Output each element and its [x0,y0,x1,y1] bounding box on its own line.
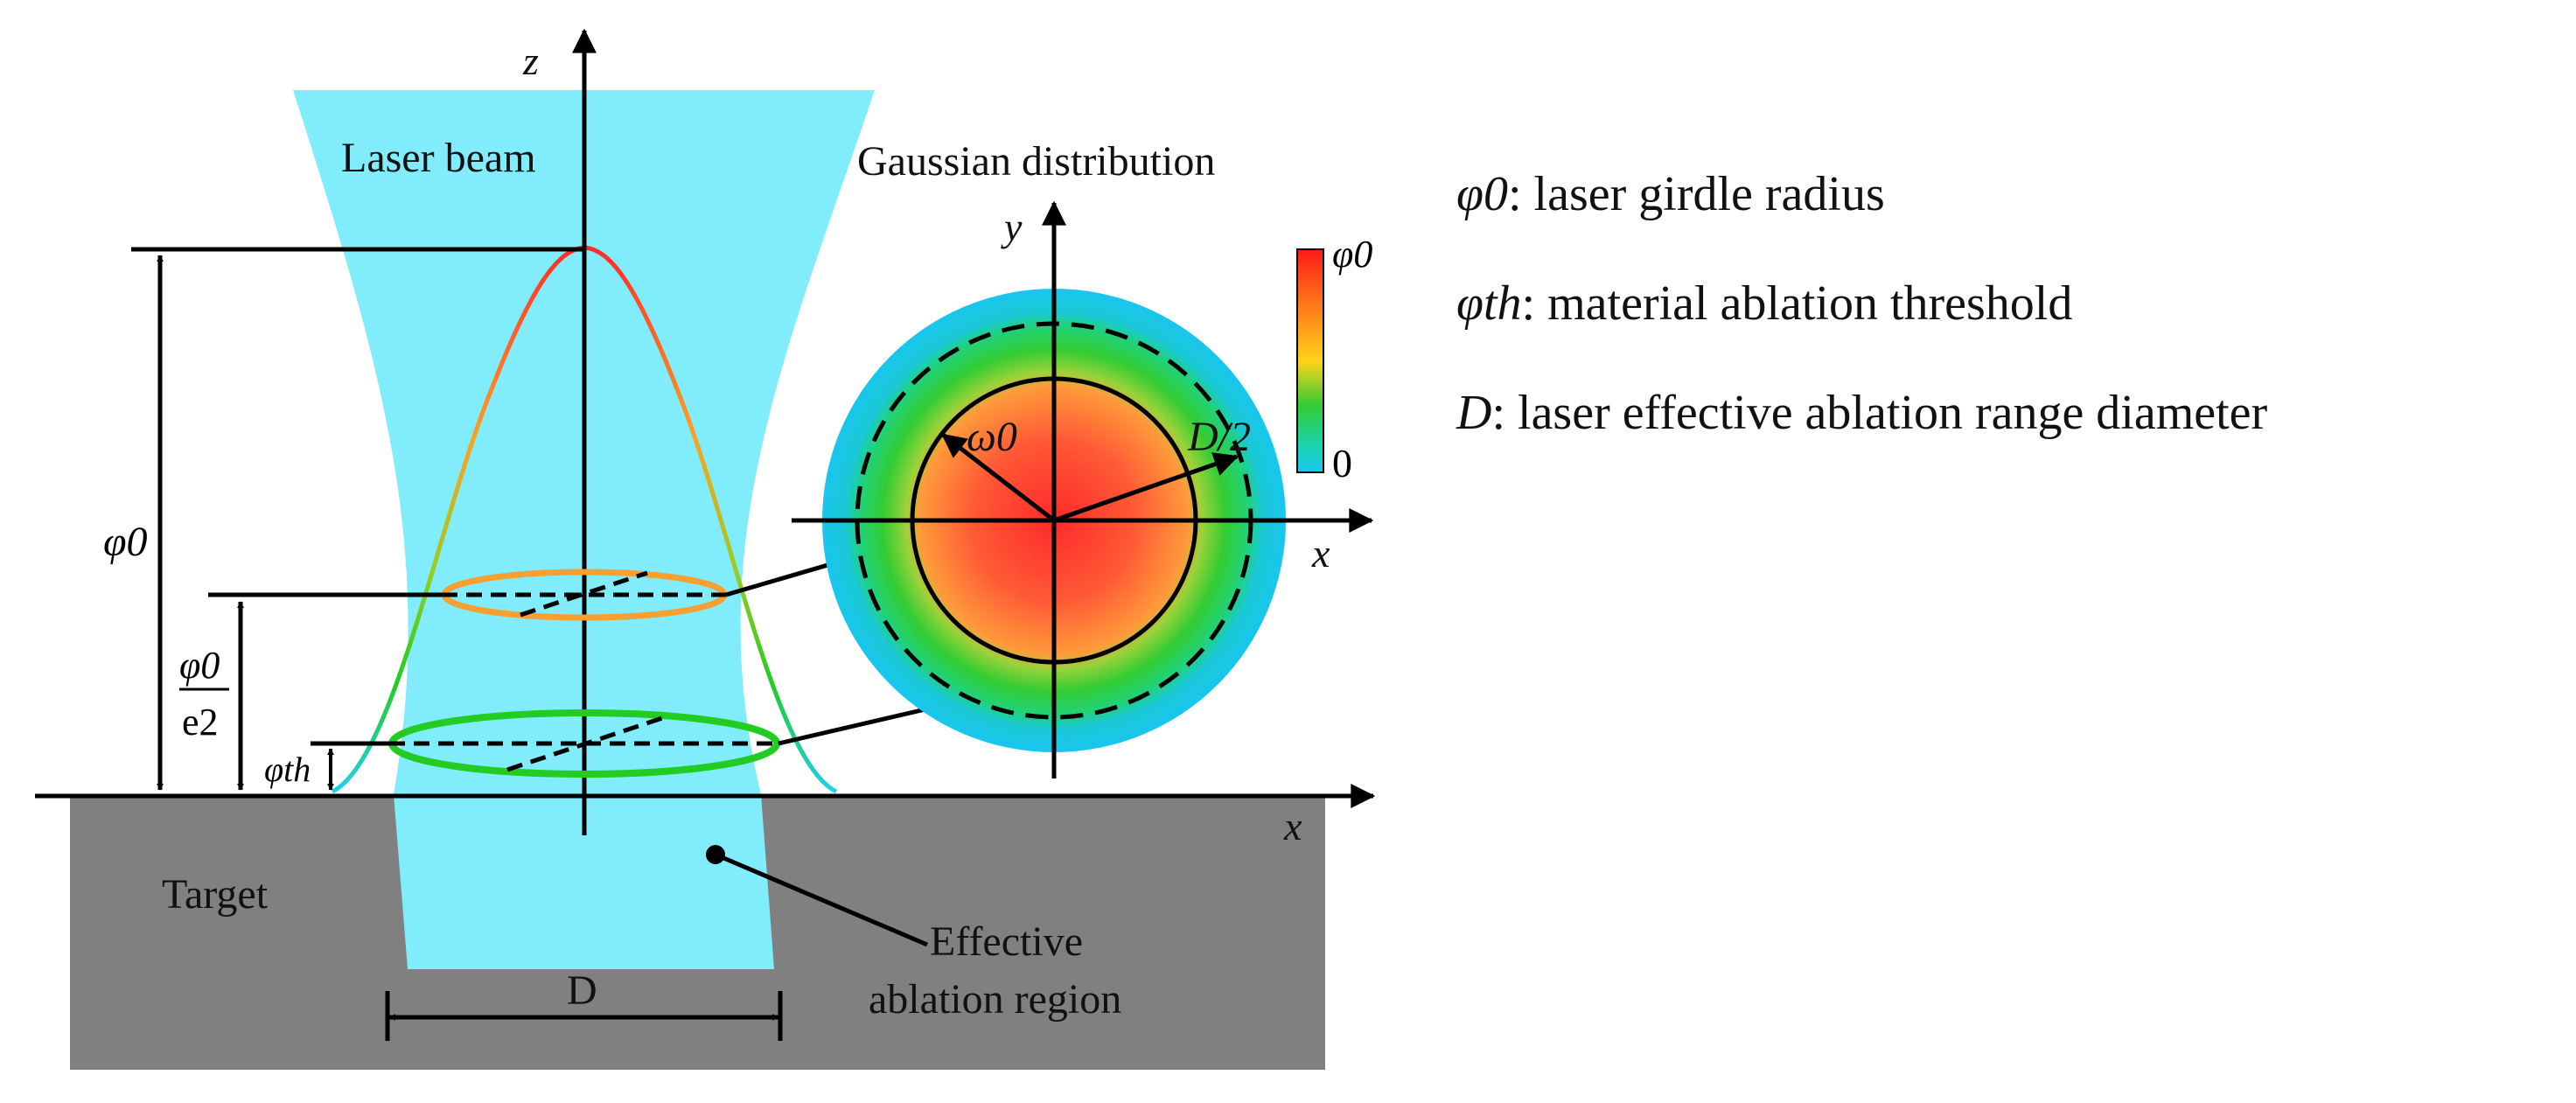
effective-region-leader [715,852,928,947]
legend-symbol-D: D [1456,386,1491,440]
orange-ring-dashed-depth [520,570,648,618]
omega0-label: ω0 [967,414,1017,460]
laser-beam-label: Laser beam [341,135,536,181]
colorbar [1296,248,1324,473]
inset-y-axis-label: y [1001,205,1023,249]
D-dimension-label: D [567,967,597,1014]
colorbar-bottom-label: 0 [1332,441,1352,485]
effective-region-label-line2: ablation region [869,976,1121,1023]
gaussian-distribution-label: Gaussian distribution [857,138,1215,185]
phi-th-dimension-label: φth [264,750,311,789]
legend-item-D: D: laser effective ablation range diamet… [1456,386,2268,440]
effective-region-label-line1: Effective [930,918,1083,965]
D-half-label: D/2 [1187,414,1251,460]
colorbar-top-label: φ0 [1332,233,1372,276]
legend-text-phi0: laser girdle radius [1534,167,1885,221]
legend-item-phi-th: φth: material ablation threshold [1456,276,2072,331]
green-ring-dashed-depth [506,715,666,772]
D-half-radius-arrow [1053,452,1239,523]
legend: φ0: laser girdle radius φth: material ab… [1456,167,2268,440]
phi0-e2-numerator: φ0 [179,644,220,687]
main-x-axis-label: x [1283,804,1302,848]
target-label: Target [162,871,269,918]
legend-item-phi0: φ0: laser girdle radius [1456,167,1885,221]
inset-x-axis-label: x [1311,531,1330,576]
phi0-dimension-label: φ0 [103,519,148,565]
omega0-radius-arrow [941,433,1056,522]
legend-text-D: laser effective ablation range diameter [1518,386,2268,440]
legend-symbol-phi0: φ0 [1456,167,1508,221]
legend-text-phi-th: material ablation threshold [1547,276,2072,331]
phi0-e2-denominator: e2 [182,701,219,743]
z-axis-label: z [522,38,539,83]
legend-symbol-phi-th: φth [1456,276,1522,331]
